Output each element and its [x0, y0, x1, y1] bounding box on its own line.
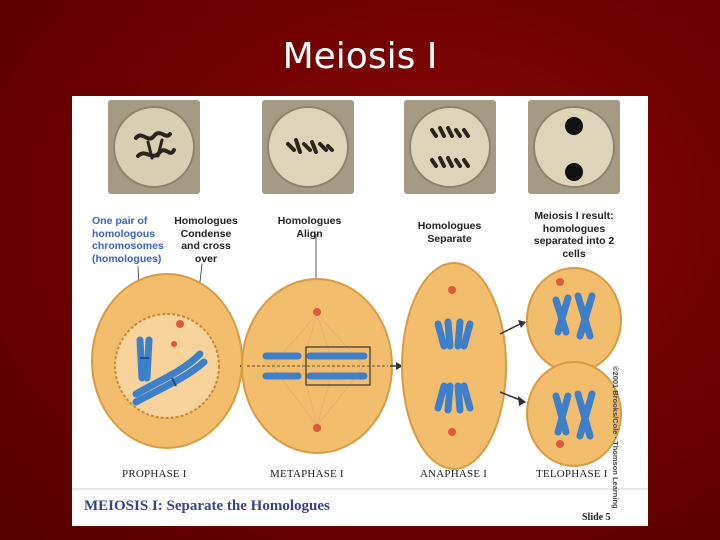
phase-label-telophase: TELOPHASE I: [536, 468, 608, 480]
arrow-3: [499, 320, 526, 406]
phase-label-metaphase: METAPHASE I: [270, 468, 344, 480]
figure-caption: MEIOSIS I: Separate the Homologues: [84, 498, 330, 514]
meiosis-cell-diagram: [72, 234, 648, 490]
micrograph-metaphase: [262, 100, 354, 194]
phase-label-anaphase: ANAPHASE I: [420, 468, 488, 480]
prophase-cell: [91, 273, 243, 449]
slide-number: Slide 5: [582, 512, 611, 523]
result-label: Meiosis I result: homologues separated i…: [533, 210, 615, 260]
homolog-pair-label: One pair of homologous chromosomes (homo…: [92, 215, 164, 265]
anaphase-cell: [401, 262, 507, 470]
arrow-2: [390, 362, 403, 370]
micrograph-telophase: [528, 100, 620, 194]
telophase-cells: [526, 267, 622, 467]
diagram-panel: One pair of homologous chromosomes (homo…: [72, 96, 648, 526]
metaphase-cell: [241, 278, 393, 454]
micrograph-anaphase: [404, 100, 496, 194]
copyright-notice: ©2001 Brooks/Cole · Thomson Learning: [611, 366, 620, 509]
separate-label: Homologues Separate: [417, 220, 482, 245]
slide-title: Meiosis I: [282, 36, 438, 77]
micrograph-prophase: [108, 100, 200, 194]
phase-label-prophase: PROPHASE I: [122, 468, 187, 480]
condense-label: Homologues Condense and cross over: [174, 215, 238, 265]
